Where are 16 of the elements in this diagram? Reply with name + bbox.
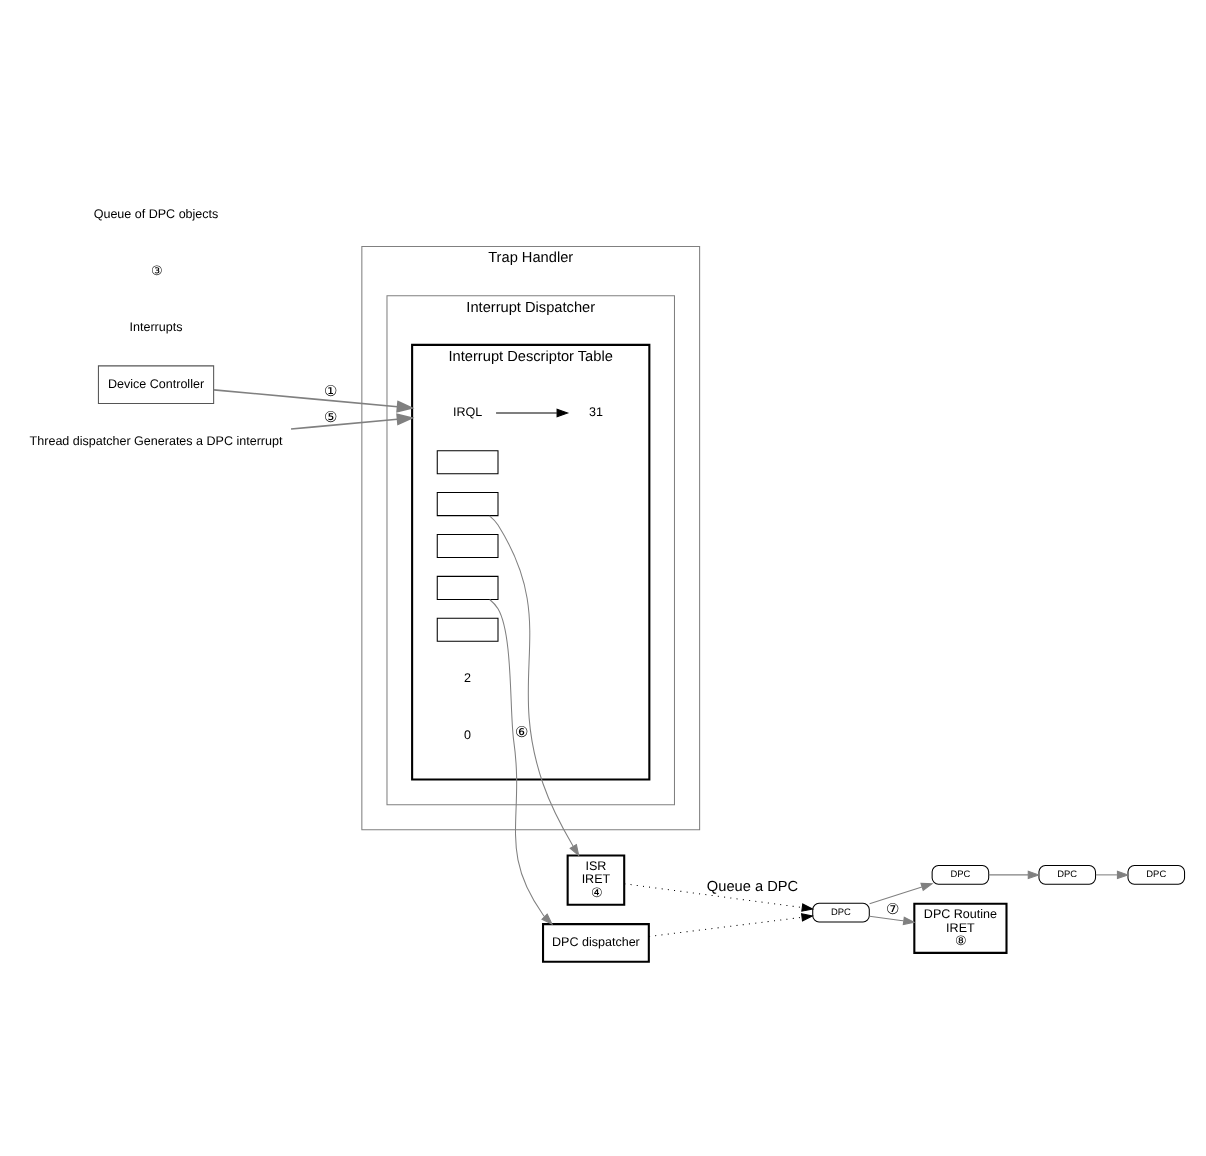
- node-box: [436, 491, 499, 516]
- arrow: [1095, 869, 1130, 879]
- arrow: [213, 388, 415, 412]
- node-box: [436, 616, 499, 641]
- arrow: [489, 598, 554, 925]
- node-box: [436, 449, 499, 474]
- arrow: [495, 407, 570, 417]
- node-box: [436, 532, 499, 558]
- arrow: [623, 882, 815, 911]
- arrow: [988, 869, 1041, 879]
- arrow: [869, 914, 916, 925]
- arrow: [648, 912, 814, 936]
- arrow: [489, 514, 580, 856]
- arrow: [290, 412, 415, 429]
- node-box: [436, 574, 499, 599]
- arrow: [869, 881, 934, 904]
